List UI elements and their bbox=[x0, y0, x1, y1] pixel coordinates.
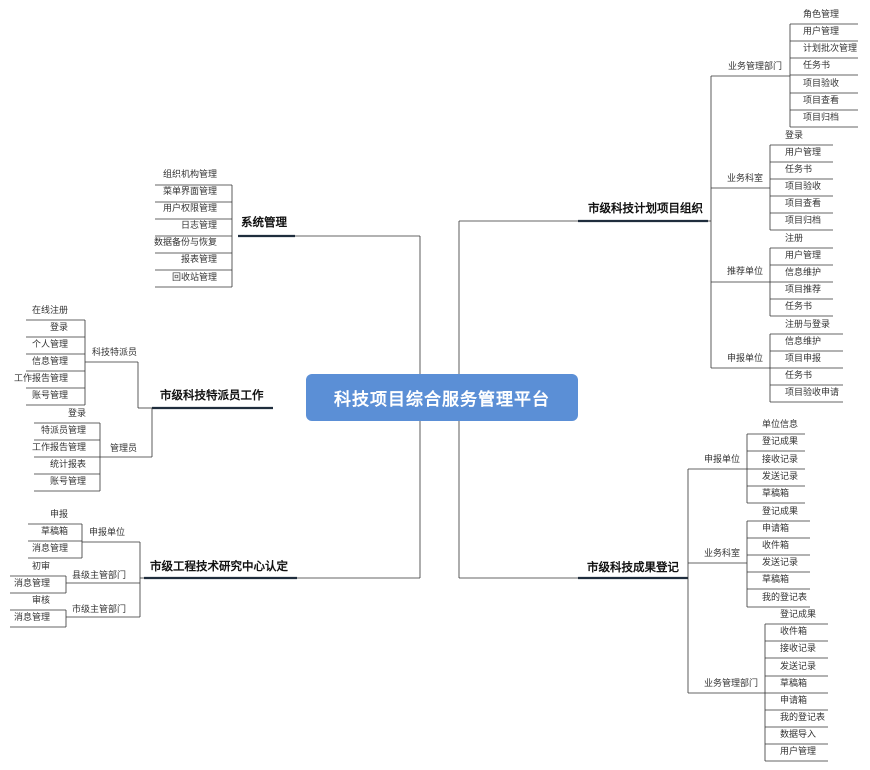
group-envoy[interactable]: 科技特派员 bbox=[92, 348, 138, 358]
plan-leaf[interactable]: 注册 bbox=[785, 234, 804, 244]
result-leaf[interactable]: 收件箱 bbox=[762, 541, 790, 551]
plan-leaf[interactable]: 登录 bbox=[785, 131, 804, 141]
plan-leaf[interactable]: 项目查看 bbox=[785, 199, 822, 209]
result-leaf[interactable]: 草稿箱 bbox=[762, 489, 790, 499]
plan-leaf[interactable]: 用户管理 bbox=[785, 148, 822, 158]
envoy-leaf[interactable]: 工作报告管理 bbox=[14, 374, 69, 384]
result-leaf[interactable]: 登记成果 bbox=[762, 507, 799, 517]
plan-leaf[interactable]: 项目验收申请 bbox=[785, 388, 840, 398]
group-applicant[interactable]: 申报单位 bbox=[89, 528, 126, 538]
eng-leaf[interactable]: 初审 bbox=[32, 562, 51, 572]
result-leaf[interactable]: 申请箱 bbox=[762, 524, 790, 534]
admin-leaf[interactable]: 统计报表 bbox=[50, 460, 87, 470]
system-leaf[interactable]: 用户权限管理 bbox=[163, 204, 218, 214]
plan-leaf[interactable]: 注册与登录 bbox=[785, 320, 831, 330]
system-leaf[interactable]: 组织机构管理 bbox=[163, 170, 218, 180]
plan-leaf[interactable]: 项目申报 bbox=[785, 354, 822, 364]
envoy-leaf[interactable]: 个人管理 bbox=[32, 340, 69, 350]
plan-leaf[interactable]: 任务书 bbox=[785, 371, 813, 381]
admin-leaf[interactable]: 特派员管理 bbox=[41, 426, 87, 436]
eng-leaf[interactable]: 审核 bbox=[32, 596, 51, 606]
eng-leaf[interactable]: 申报 bbox=[50, 510, 69, 520]
branch-envoy-work[interactable]: 市级科技特派员工作 bbox=[160, 388, 264, 402]
result-leaf[interactable]: 接收记录 bbox=[762, 455, 799, 465]
plan-leaf[interactable]: 项目验收 bbox=[803, 79, 840, 89]
system-leaf[interactable]: 报表管理 bbox=[181, 255, 218, 265]
root-title: 科技项目综合服务管理平台 bbox=[334, 390, 550, 410]
branch-plan-projects[interactable]: 市级科技计划项目组织 bbox=[588, 201, 703, 215]
eng-leaf[interactable]: 消息管理 bbox=[32, 544, 69, 554]
eng-leaf[interactable]: 草稿箱 bbox=[41, 527, 69, 537]
envoy-leaf[interactable]: 登录 bbox=[50, 323, 69, 333]
system-leaf[interactable]: 数据备份与恢复 bbox=[154, 238, 218, 248]
system-leaf[interactable]: 日志管理 bbox=[181, 221, 218, 231]
envoy-leaf[interactable]: 在线注册 bbox=[32, 306, 69, 316]
group-business-mgmt[interactable]: 业务管理部门 bbox=[728, 62, 783, 72]
envoy-leaf[interactable]: 账号管理 bbox=[32, 391, 69, 401]
root-node[interactable]: 科技项目综合服务管理平台 bbox=[306, 374, 578, 421]
plan-leaf[interactable]: 项目查看 bbox=[803, 96, 840, 106]
plan-leaf[interactable]: 项目验收 bbox=[785, 182, 822, 192]
result-leaf[interactable]: 发送记录 bbox=[762, 472, 799, 482]
result-leaf[interactable]: 我的登记表 bbox=[780, 713, 826, 723]
result-leaf[interactable]: 申请箱 bbox=[780, 696, 808, 706]
result-leaf[interactable]: 数据导入 bbox=[780, 730, 817, 740]
result-leaf[interactable]: 发送记录 bbox=[762, 558, 799, 568]
branch-achievement-registration[interactable]: 市级科技成果登记 bbox=[587, 560, 679, 574]
result-leaf[interactable]: 登记成果 bbox=[780, 610, 817, 620]
plan-leaf[interactable]: 项目归档 bbox=[803, 113, 840, 123]
group-admin[interactable]: 管理员 bbox=[110, 444, 138, 454]
result-leaf[interactable]: 接收记录 bbox=[780, 644, 817, 654]
result-leaf[interactable]: 我的登记表 bbox=[762, 593, 808, 603]
group-county-dept[interactable]: 县级主管部门 bbox=[72, 571, 127, 581]
plan-leaf[interactable]: 任务书 bbox=[785, 302, 813, 312]
result-leaf[interactable]: 用户管理 bbox=[780, 747, 817, 757]
plan-leaf[interactable]: 项目归档 bbox=[785, 216, 822, 226]
result-leaf[interactable]: 草稿箱 bbox=[780, 679, 808, 689]
result-leaf[interactable]: 登记成果 bbox=[762, 437, 799, 447]
plan-leaf[interactable]: 任务书 bbox=[785, 165, 813, 175]
eng-leaf[interactable]: 消息管理 bbox=[14, 613, 51, 623]
group-business-section-result[interactable]: 业务科室 bbox=[704, 549, 741, 559]
plan-leaf[interactable]: 信息维护 bbox=[785, 268, 822, 278]
plan-leaf[interactable]: 角色管理 bbox=[803, 10, 840, 20]
plan-leaf[interactable]: 信息维护 bbox=[785, 337, 822, 347]
plan-leaf[interactable]: 计划批次管理 bbox=[803, 44, 858, 54]
plan-leaf[interactable]: 任务书 bbox=[803, 61, 831, 71]
admin-leaf[interactable]: 账号管理 bbox=[50, 477, 87, 487]
group-applicant-result[interactable]: 申报单位 bbox=[704, 455, 741, 465]
result-leaf[interactable]: 草稿箱 bbox=[762, 575, 790, 585]
branch-system-management[interactable]: 系统管理 bbox=[241, 215, 287, 229]
result-leaf[interactable]: 单位信息 bbox=[762, 420, 799, 430]
envoy-leaf[interactable]: 信息管理 bbox=[32, 357, 69, 367]
eng-leaf[interactable]: 消息管理 bbox=[14, 579, 51, 589]
group-applicant-plan[interactable]: 申报单位 bbox=[727, 354, 764, 364]
admin-leaf[interactable]: 工作报告管理 bbox=[32, 443, 87, 453]
branch-engineering-center[interactable]: 市级工程技术研究中心认定 bbox=[150, 559, 288, 573]
group-city-dept[interactable]: 市级主管部门 bbox=[72, 605, 127, 615]
group-recommender[interactable]: 推荐单位 bbox=[727, 267, 764, 277]
plan-leaf[interactable]: 用户管理 bbox=[803, 27, 840, 37]
result-leaf[interactable]: 收件箱 bbox=[780, 627, 808, 637]
plan-leaf[interactable]: 项目推荐 bbox=[785, 285, 822, 295]
system-leaf[interactable]: 菜单界面管理 bbox=[163, 187, 218, 197]
admin-leaf[interactable]: 登录 bbox=[68, 409, 87, 419]
group-business-mgmt-result[interactable]: 业务管理部门 bbox=[704, 679, 759, 689]
group-business-section[interactable]: 业务科室 bbox=[727, 174, 764, 184]
system-leaf[interactable]: 回收站管理 bbox=[172, 273, 218, 283]
result-leaf[interactable]: 发送记录 bbox=[780, 662, 817, 672]
plan-leaf[interactable]: 用户管理 bbox=[785, 251, 822, 261]
